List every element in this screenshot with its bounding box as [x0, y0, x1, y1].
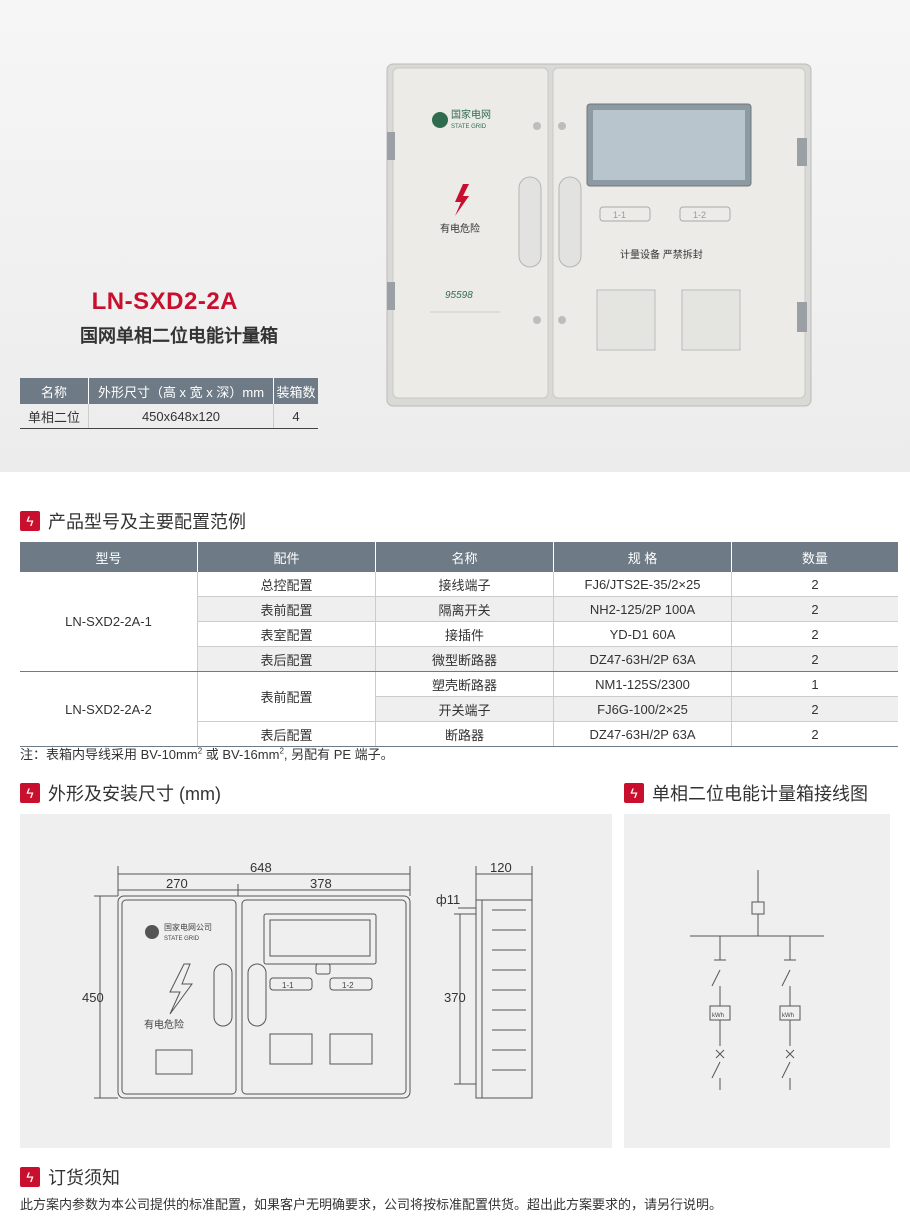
config-cell: 表后配置 [197, 646, 376, 672]
product-name: 国网单相二位电能计量箱 [80, 326, 278, 346]
wire-note: 注：表箱内导线采用 BV-10mm2 或 BV-16mm2, 另配有 PE 端子… [20, 744, 394, 763]
config-cell: 2 [731, 621, 898, 647]
section-dimensions-title: 外形及安装尺寸 (mm) [48, 784, 221, 804]
dim-left-width: 270 [166, 876, 188, 891]
section-wiring-header: ϟ 单相二位电能计量箱接线图 [624, 780, 868, 806]
config-cell: 接线端子 [375, 572, 554, 597]
note-sup: 2 [279, 746, 284, 756]
photo-slot-1: 1-1 [613, 210, 626, 220]
config-header-qty: 数量 [731, 542, 898, 572]
note-text: , 另配有 PE 端子。 [283, 747, 394, 762]
config-table: 型号 配件 名称 规 格 数量 LN-SXD2-2A-1 总控配置 接线端子 F… [20, 542, 898, 747]
lightning-icon [455, 184, 469, 216]
photo-hotline: 95598 [445, 290, 473, 301]
config-header-spec: 规 格 [553, 542, 732, 572]
dim-height: 450 [82, 990, 104, 1005]
config-model-1: LN-SXD2-2A-1 [20, 572, 198, 672]
dim-mount-height: 370 [444, 990, 466, 1005]
photo-logo-en: STATE GRID [451, 124, 487, 130]
config-cell: 2 [731, 696, 898, 722]
table-row: 表前配置 隔离开关 NH2-125/2P 100A 2 [20, 596, 898, 622]
spec-header-name: 名称 [20, 378, 89, 404]
config-cell: NM1-125S/2300 [553, 671, 732, 697]
spec-header-size: 外形尺寸（高 x 宽 x 深）mm [88, 378, 274, 404]
config-cell: 2 [731, 721, 898, 747]
photo-seal-text: 计量设备 严禁拆封 [620, 248, 703, 261]
config-cell: FJ6/JTS2E-35/2×25 [553, 572, 732, 597]
config-cell: 表前配置 [197, 596, 376, 622]
order-notice: 此方案内参数为本公司提供的标准配置，如果客户无明确要求，公司将按标准配置供货。超… [20, 1197, 723, 1212]
product-model-title: LN-SXD2-2A [91, 288, 238, 315]
section-dimensions-header: ϟ 外形及安装尺寸 (mm) [20, 780, 221, 806]
table-row: 单相二位 450x648x120 4 [20, 404, 318, 429]
config-cell: 断路器 [375, 721, 554, 747]
spec-cell-size: 450x648x120 [88, 404, 274, 429]
photo-logo-cn: 国家电网 [451, 108, 491, 121]
config-cell: 隔离开关 [375, 596, 554, 622]
note-sup: 2 [197, 746, 203, 756]
dim-depth: 120 [490, 860, 512, 875]
lightning-icon: ϟ [624, 783, 644, 803]
dimension-drawing-panel: 国家电网公司 STATE GRID 有电危险 1-1 1-2 648 270 3… [20, 814, 612, 1148]
note-text: 或 BV-16mm [202, 747, 280, 762]
drawing-danger-text: 有电危险 [144, 1018, 184, 1031]
section-config-title: 产品型号及主要配置范例 [48, 512, 246, 532]
table-row: 开关端子 FJ6G-100/2×25 2 [20, 696, 898, 722]
note-text: 注：表箱内导线采用 BV-10mm [20, 747, 198, 762]
table-row: LN-SXD2-2A-2 表前配置 塑壳断路器 NM1-125S/2300 1 [20, 671, 898, 747]
dim-width: 648 [250, 860, 272, 875]
table-row: 表后配置 微型断路器 DZ47-63H/2P 63A 2 [20, 646, 898, 672]
config-cell: DZ47-63H/2P 63A [553, 646, 732, 672]
spec-table: 名称 外形尺寸（高 x 宽 x 深）mm 装箱数 单相二位 450x648x12… [20, 378, 318, 429]
config-cell: 表后配置 [197, 721, 376, 747]
photo-slot-2: 1-2 [693, 210, 706, 220]
config-cell: 开关端子 [375, 696, 554, 722]
section-order-title: 订货须知 [48, 1168, 120, 1188]
drawing-logo-cn: 国家电网公司 [164, 922, 212, 932]
dim-right-width: 378 [310, 876, 332, 891]
config-cell: NH2-125/2P 100A [553, 596, 732, 622]
spec-header-qty: 装箱数 [273, 378, 318, 404]
meter-label-2: kWh [782, 1013, 794, 1019]
drawing-logo-en: STATE GRID [164, 936, 200, 942]
section-config-header: ϟ 产品型号及主要配置范例 [20, 508, 246, 534]
config-cell: 1 [731, 671, 898, 697]
config-cell: 2 [731, 572, 898, 597]
config-cell: 2 [731, 646, 898, 672]
config-cell: 微型断路器 [375, 646, 554, 672]
lightning-icon: ϟ [20, 783, 40, 803]
dimension-drawing: 国家电网公司 STATE GRID 有电危险 1-1 1-2 648 270 3… [82, 860, 533, 1099]
meter-label-1: kWh [712, 1013, 724, 1019]
config-cell: 塑壳断路器 [375, 671, 554, 697]
wiring-diagram-panel: kWh kWh [624, 814, 890, 1148]
drawing-slot-1: 1-1 [282, 981, 294, 990]
wiring-diagram: kWh kWh [690, 870, 824, 1090]
photo-danger-text: 有电危险 [440, 222, 480, 235]
section-order-header: ϟ 订货须知 [20, 1164, 120, 1190]
config-cell: 表前配置 [197, 671, 376, 722]
spec-cell-qty: 4 [273, 404, 318, 429]
config-cell: 2 [731, 596, 898, 622]
spec-cell-name: 单相二位 [20, 404, 89, 429]
config-cell: FJ6G-100/2×25 [553, 696, 732, 722]
lightning-icon: ϟ [20, 1167, 40, 1187]
config-cell: YD-D1 60A [553, 621, 732, 647]
config-header-model: 型号 [20, 542, 198, 572]
drawing-slot-2: 1-2 [342, 981, 354, 990]
config-cell: DZ47-63H/2P 63A [553, 721, 732, 747]
config-header-part: 配件 [197, 542, 376, 572]
lightning-icon: ϟ [20, 511, 40, 531]
table-row: LN-SXD2-2A-1 总控配置 接线端子 FJ6/JTS2E-35/2×25… [20, 572, 898, 672]
section-wiring-title: 单相二位电能计量箱接线图 [652, 784, 868, 804]
config-header-name: 名称 [375, 542, 554, 572]
config-cell: 接插件 [375, 621, 554, 647]
config-model-2: LN-SXD2-2A-2 [20, 671, 198, 747]
table-row: 表室配置 接插件 YD-D1 60A 2 [20, 621, 898, 647]
product-photo: 国家电网 STATE GRID 有电危险 95598 1-1 1-2 计量设备 … [386, 63, 812, 407]
config-cell: 表室配置 [197, 621, 376, 647]
table-row: 表后配置 断路器 DZ47-63H/2P 63A 2 [20, 721, 898, 747]
config-cell: 总控配置 [197, 572, 376, 597]
dim-hole: ф11 [436, 892, 460, 907]
